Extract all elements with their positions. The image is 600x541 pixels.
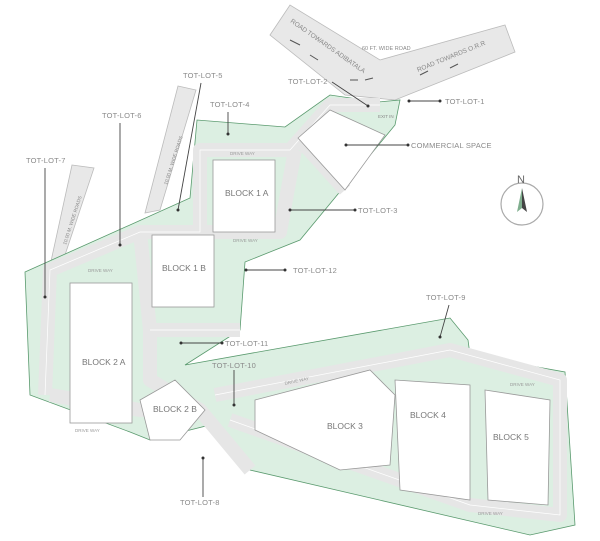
block-label: BLOCK 1 A [225,188,269,198]
driveway-label: DRIVE WAY [230,151,255,156]
block-2a [69,282,133,424]
driveway-label: DRIVE WAY [510,382,535,387]
commercial-space-label: COMMERCIAL SPACE [411,141,492,150]
block-label: BLOCK 2 B [153,404,197,414]
block-2b [139,379,206,441]
tot-lot-11-label: TOT-LOT-11 [225,339,268,348]
driveway-label: DRIVE WAY [284,376,309,386]
buildings [69,159,551,506]
driveway-label: DRIVE WAY [233,238,258,243]
tot-lot-4-label: TOT-LOT-4 [210,100,250,109]
commercial-space [297,109,386,191]
block-1a [212,159,276,233]
compass-north-icon: N [500,174,544,226]
block-3 [254,369,396,471]
road-width-label: 60 FT. WIDE ROAD [362,46,411,52]
tot-lot-3-label: TOT-LOT-3 [358,206,398,215]
driveway-label: DRIVE WAY [88,268,113,273]
exit-in-label: EXIT IN [378,114,394,119]
tot-lot-10-label: TOT-LOT-10 [212,361,256,370]
driveway-labels: EXIT IN DRIVE WAY DRIVE WAY DRIVE WAY DR… [75,114,535,516]
block-1b [151,234,215,308]
leader-lines [43,81,450,497]
block-label: BLOCK 2 A [82,357,126,367]
block-label: BLOCK 5 [493,432,529,442]
block-label: BLOCK 3 [327,421,363,431]
tot-lot-2-label: TOT-LOT-2 [288,77,328,86]
tot-lot-9-label: TOT-LOT-9 [426,293,466,302]
tot-lot-7-label: TOT-LOT-7 [26,156,66,165]
tot-lot-8-label: TOT-LOT-8 [180,498,220,507]
tot-lot-12-label: TOT-LOT-12 [293,266,337,275]
block-5 [484,389,551,506]
tot-lot-6-label: TOT-LOT-6 [102,111,142,120]
compass-label: N [517,174,525,186]
block-label: BLOCK 1 B [162,263,206,273]
block-4 [394,379,471,501]
driveway-label: DRIVE WAY [75,428,100,433]
block-label: BLOCK 4 [410,410,446,420]
tot-lot-5-label: TOT-LOT-5 [183,71,223,80]
driveway-label: DRIVE WAY [478,511,503,516]
tot-lot-1-label: TOT-LOT-1 [445,97,485,106]
